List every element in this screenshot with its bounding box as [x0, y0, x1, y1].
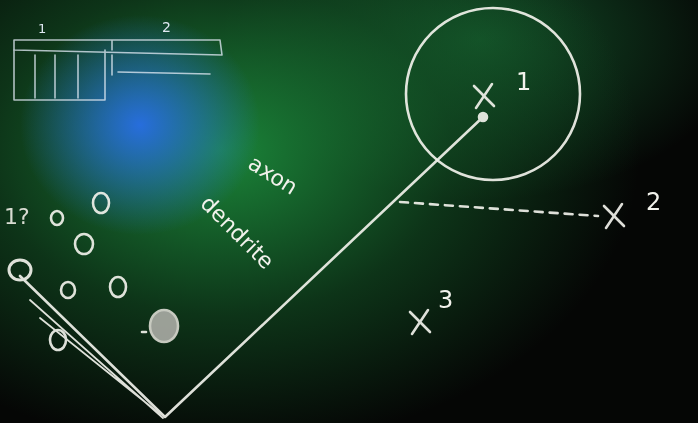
- circle-outline: [406, 8, 580, 180]
- cell-outline: [9, 260, 31, 280]
- structure-label: axon: [244, 152, 301, 199]
- circle-region: 1: [404, 6, 582, 182]
- cross-mark: [604, 204, 624, 228]
- callout-number: 3: [438, 288, 453, 312]
- callout-number: 1: [516, 70, 531, 94]
- structure-label: dendrite: [196, 192, 277, 273]
- cell-outline: [50, 330, 66, 350]
- dashed-line: [400, 202, 598, 216]
- callout-number: 2: [162, 20, 171, 34]
- neuron-process: [30, 300, 163, 418]
- neuron-process: [20, 117, 483, 417]
- cell-outline: [51, 211, 63, 225]
- callout-number: 1?: [4, 206, 30, 228]
- highlighted-cell: [150, 310, 178, 342]
- cross-mark: [410, 310, 430, 334]
- cell-outline: [75, 234, 93, 254]
- callout-number: 2: [646, 190, 661, 214]
- cross-mark: [474, 84, 494, 108]
- terminal-dot: [479, 113, 487, 121]
- tick-mark: [142, 331, 146, 334]
- circle-outline: [404, 6, 582, 182]
- bar-sketch: [14, 40, 222, 100]
- cell-outline: [110, 277, 126, 297]
- cell-outline: [61, 282, 75, 298]
- cell-outline: [93, 193, 109, 213]
- callout-number: 1: [38, 22, 46, 35]
